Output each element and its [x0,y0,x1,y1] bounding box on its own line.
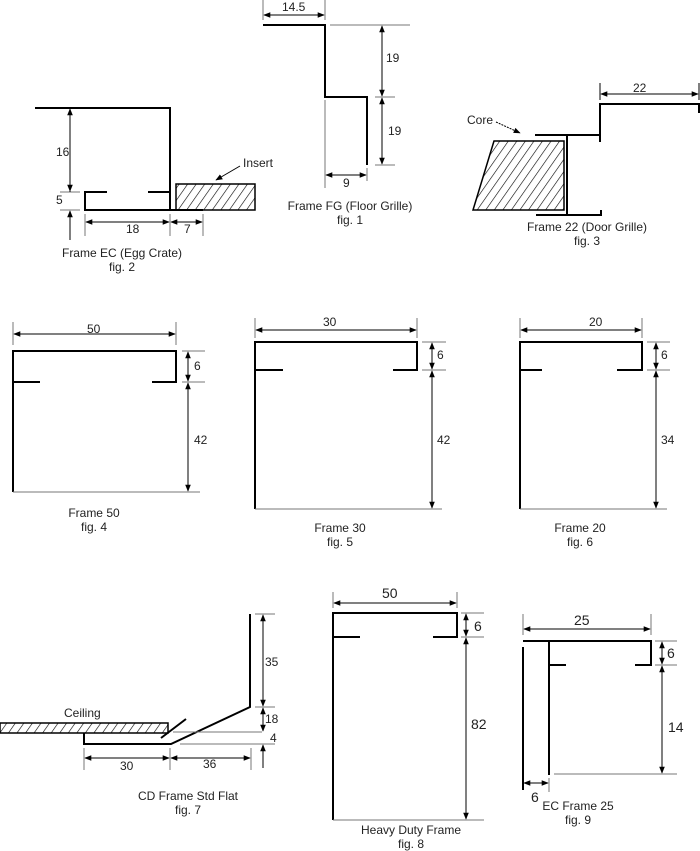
caption-title: Frame 50 [68,506,120,520]
caption-title: Frame FG (Floor Grille) [288,199,413,213]
profile [535,103,700,216]
figure-frame-50: 50 6 42 Frame 50 fig. 4 [12,322,208,534]
dim-lip: 6 [194,359,201,373]
profile [254,341,418,509]
profile [263,24,368,165]
dim-height: 42 [194,433,208,447]
dim-width: 25 [574,612,590,628]
dim-lip: 6 [661,348,668,362]
dim-width: 14.5 [282,0,306,14]
profile [12,350,177,492]
caption-title: EC Frame 25 [542,799,614,813]
ceiling [0,722,169,734]
dim-insert-width: 7 [184,222,191,236]
figure-cd-frame: 35 18 4 30 36 Ceiling CD Frame Std Flat … [0,613,279,817]
caption-title: Frame EC (Egg Crate) [62,246,182,260]
caption-title: CD Frame Std Flat [138,789,239,803]
profile [83,614,251,745]
caption-fig: fig. 3 [574,234,600,248]
figure-frame-22: 22 Core Frame 22 (Door Grille) fig. 3 [467,81,700,248]
dim-side: 6 [531,789,539,805]
caption-fig: fig. 6 [567,535,593,549]
caption-fig: fig. 4 [81,520,107,534]
dim-height: 16 [56,145,70,159]
dim-width: 50 [382,585,398,601]
figure-ec-frame-25: 25 6 14 6 EC Frame 25 fig. 9 [522,612,684,827]
dim-mid: 18 [265,712,279,726]
profile [332,612,458,820]
dim-height: 82 [471,716,487,732]
dim-left: 30 [120,759,134,773]
figure-frame-ec: 16 5 18 7 Insert Frame EC (Egg Crate) fi… [35,107,274,274]
caption-fig: fig. 8 [398,837,424,851]
dim-width: 30 [323,315,337,329]
caption-title: Frame 22 (Door Grille) [527,220,647,234]
dim-top: 35 [265,655,279,669]
caption-fig: fig. 5 [327,535,353,549]
figure-heavy-duty: 50 6 82 Heavy Duty Frame fig. 8 [332,585,487,851]
insert-label: Insert [243,156,274,170]
ceiling-label: Ceiling [64,706,101,720]
dim-lip: 5 [56,193,63,207]
profile [522,640,652,790]
dim-lip: 6 [667,645,675,661]
dim-lip: 6 [437,348,444,362]
dim-right: 36 [203,757,217,771]
figure-frame-30: 30 6 42 Frame 30 fig. 5 [254,315,451,549]
dim-upper: 19 [386,51,400,65]
dim-width: 20 [589,315,603,329]
dim-height: 14 [668,719,684,735]
caption-title: Frame 20 [554,521,606,535]
dim-width: 50 [87,322,101,336]
dim-width: 18 [126,222,140,236]
dim-lip: 6 [474,618,482,634]
caption-fig: fig. 2 [109,260,135,274]
dim-bottom: 9 [343,176,350,190]
caption-title: Heavy Duty Frame [361,823,461,837]
dim-low: 4 [270,731,277,745]
caption-fig: fig. 1 [337,213,363,227]
dim-lower: 19 [388,124,402,138]
figure-frame-fg: 14.5 19 19 9 Frame FG (Floor Grille) fig… [262,0,413,227]
caption-fig: fig. 9 [565,813,591,827]
caption-title: Frame 30 [314,521,366,535]
dim-width: 22 [633,81,647,95]
figure-frame-20: 20 6 34 Frame 20 fig. 6 [519,315,675,549]
caption-fig: fig. 7 [175,803,201,817]
core-label: Core [467,113,493,127]
dim-height: 34 [661,433,675,447]
core-block [471,140,565,211]
dim-height: 42 [437,433,451,447]
profile [519,341,643,509]
insert-block [175,183,256,211]
